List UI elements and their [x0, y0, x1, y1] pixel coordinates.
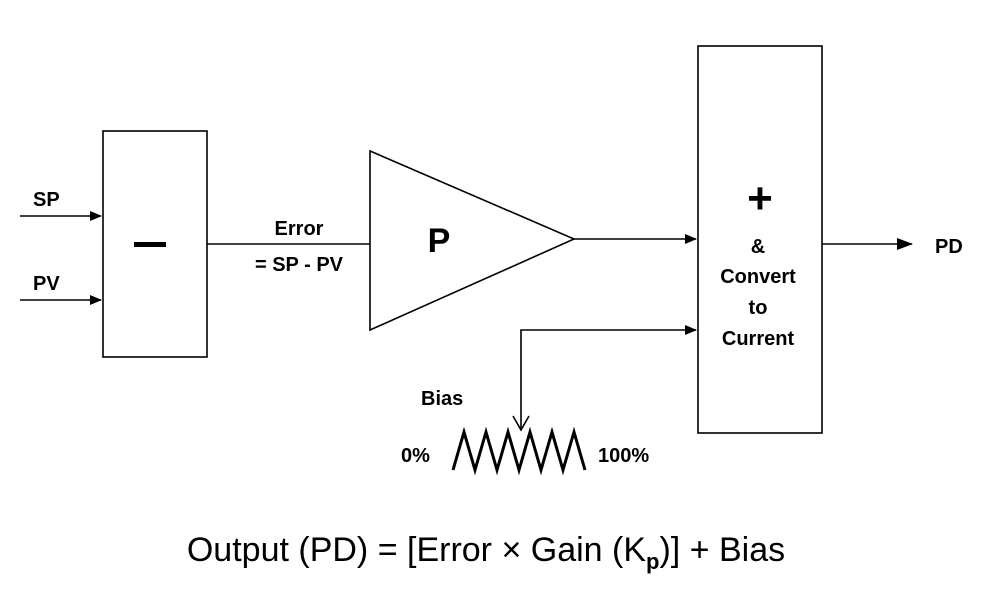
sum-label-line3: to [749, 297, 768, 319]
bias-min-label: 0% [401, 445, 430, 467]
sp-label: SP [33, 189, 60, 211]
bias-line [520, 325, 697, 428]
sum-label-line1: & [751, 236, 765, 258]
sum-label-line4: Current [722, 328, 795, 350]
p-label: P [428, 222, 451, 260]
pv-label: PV [33, 273, 60, 295]
sum-convert-block [697, 45, 823, 434]
formula-subscript: p [646, 549, 659, 574]
error-label: Error [275, 218, 324, 240]
formula-prefix: Output (PD) = [Error × Gain (K [187, 531, 646, 569]
plus-symbol: + [747, 174, 773, 223]
minus-symbol [134, 242, 166, 247]
p-gain-block [369, 149, 576, 332]
output-formula: Output (PD) = [Error × Gain (Kp)] + Bias [187, 531, 785, 574]
error-formula-label: = SP - PV [255, 254, 344, 276]
bias-max-label: 100% [598, 445, 649, 467]
sum-label-line2: Convert [720, 266, 796, 288]
bias-resistor [451, 426, 587, 476]
formula-suffix: )] + Bias [659, 531, 785, 569]
bias-wiper-arrow [512, 415, 530, 432]
pd-label: PD [935, 236, 963, 258]
bias-label: Bias [421, 388, 463, 410]
